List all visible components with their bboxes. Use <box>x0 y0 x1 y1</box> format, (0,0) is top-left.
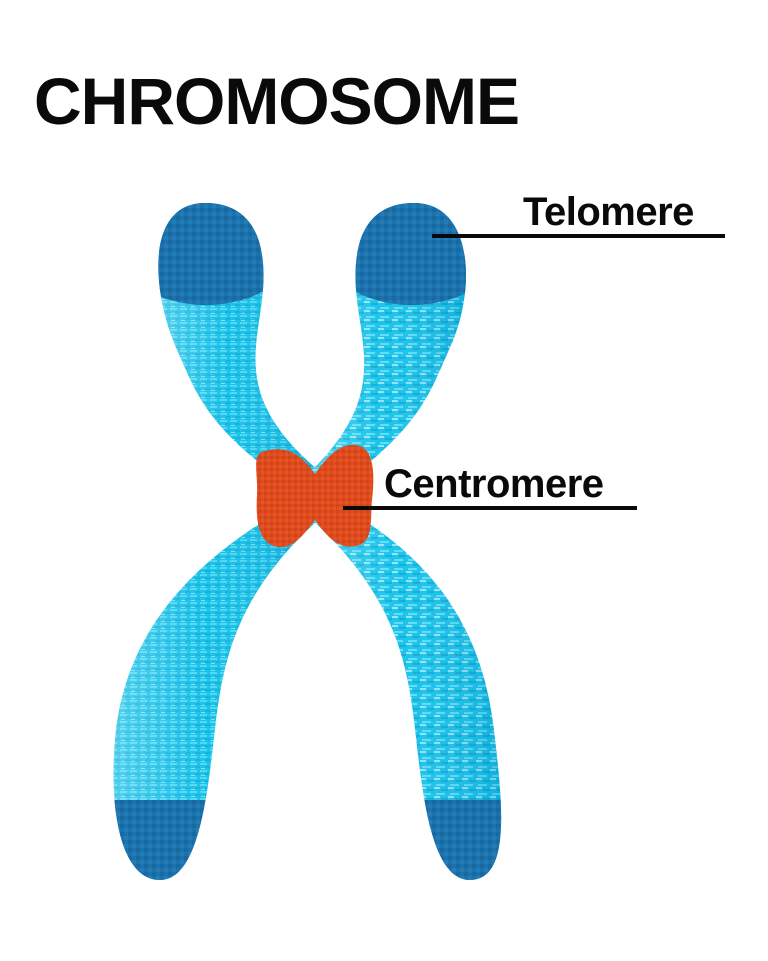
page-title: CHROMOSOME <box>34 64 520 138</box>
chromatid-arm-bottom-left <box>113 500 318 880</box>
chromatid-arm-top-right <box>312 203 467 492</box>
telomere-label: Telomere <box>523 190 694 234</box>
chromatid-arm-bottom-right <box>312 500 502 880</box>
telomere-leader-line <box>432 234 725 238</box>
telomere-cap-top-left <box>158 203 310 305</box>
centromere-shape <box>256 444 374 548</box>
centromere-leader-line <box>343 506 637 510</box>
telomere-cap-top-right <box>320 203 467 305</box>
centromere-label: Centromere <box>384 462 604 506</box>
arm-shade-bottom-left <box>113 500 318 880</box>
telomere-cap-bottom-right <box>330 800 502 880</box>
arm-shade-bottom-right <box>312 500 502 880</box>
telomere-cap-bottom-left <box>113 800 310 880</box>
chromatid-arm-top-left <box>158 203 318 492</box>
centromere <box>256 444 374 548</box>
